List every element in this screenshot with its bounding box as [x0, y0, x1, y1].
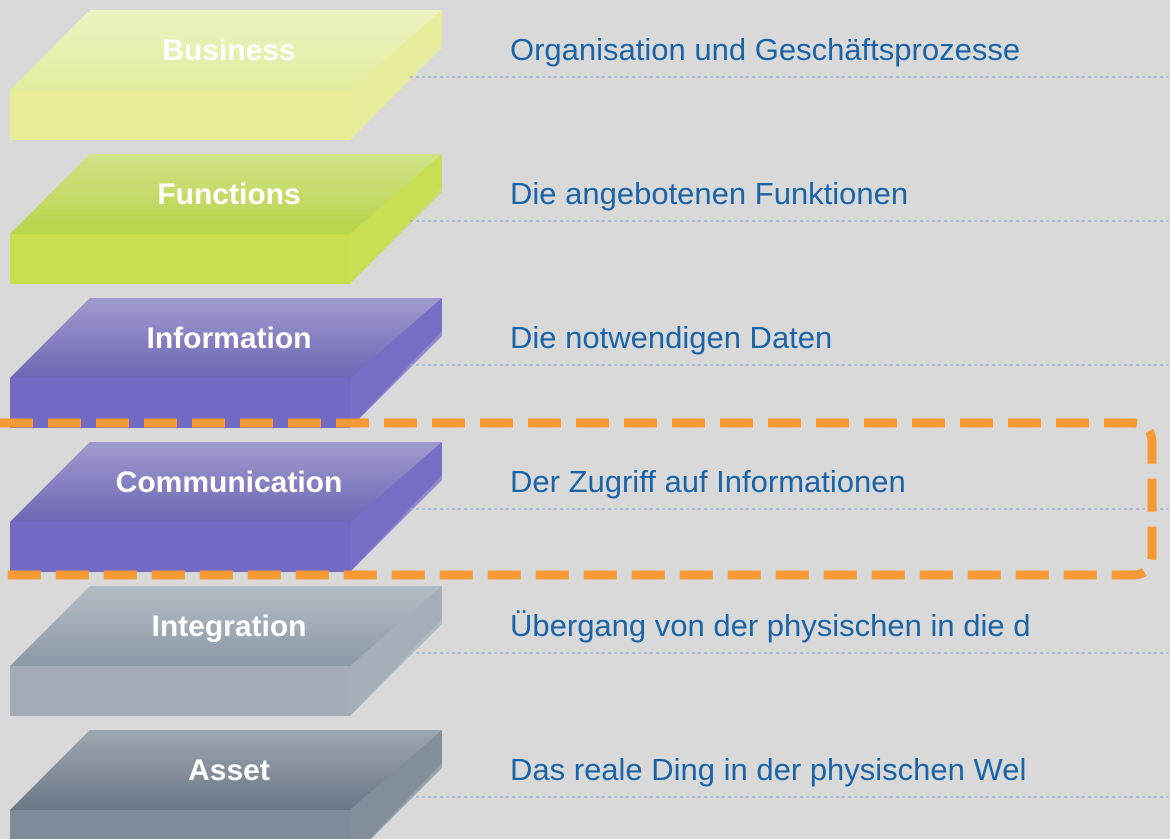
- layer-side-edge: [350, 730, 442, 839]
- layer-label-integration: Integration: [152, 610, 307, 643]
- layer-description-information: Die notwendigen Daten: [510, 320, 832, 355]
- layer-front-edge: [10, 378, 350, 428]
- layer-asset: Asset Das reale Ding in der physischen We…: [10, 730, 1170, 839]
- layer-description-asset: Das reale Ding in der physischen Wel: [510, 752, 1026, 787]
- layer-business: Business Organisation und Geschäftsprozes…: [10, 10, 1170, 140]
- layer-label-business: Business: [162, 34, 295, 67]
- layer-front-edge: [10, 234, 350, 284]
- layer-description-business: Organisation und Geschäftsprozesse: [510, 32, 1020, 67]
- layer-label-communication: Communication: [116, 466, 343, 499]
- layer-side-edge: [350, 10, 442, 140]
- layer-gloss: [10, 298, 442, 378]
- layer-description-functions: Die angebotenen Funktionen: [510, 176, 908, 211]
- layer-information: Information Die notwendigen Daten: [10, 298, 1170, 428]
- layer-gloss: [10, 10, 442, 90]
- layer-description-integration: Übergang von der physischen in die d: [510, 608, 1030, 643]
- layer-gloss: [10, 730, 442, 810]
- layer-front-edge: [10, 666, 350, 716]
- layer-label-information: Information: [147, 322, 312, 355]
- layer-front-edge: [10, 810, 350, 839]
- layer-label-asset: Asset: [188, 754, 270, 787]
- layer-communication: Communication Der Zugriff auf Information…: [10, 442, 1170, 572]
- layer-gloss: [10, 586, 442, 666]
- layer-side-edge: [350, 154, 442, 284]
- layer-side-edge: [350, 298, 442, 428]
- layer-front-edge: [10, 522, 350, 572]
- layer-label-functions: Functions: [157, 178, 300, 211]
- layer-front-edge: [10, 90, 350, 140]
- layer-gloss: [10, 442, 442, 522]
- layer-integration: Integration Übergang von der physischen i…: [10, 586, 1170, 716]
- highlight-frame: [0, 418, 1157, 580]
- layer-functions: Functions Die angebotenen Funktionen: [10, 154, 1170, 284]
- layer-description-communication: Der Zugriff auf Informationen: [510, 464, 906, 499]
- layer-gloss: [10, 154, 442, 234]
- layer-side-edge: [350, 586, 442, 716]
- layer-side-edge: [350, 442, 442, 572]
